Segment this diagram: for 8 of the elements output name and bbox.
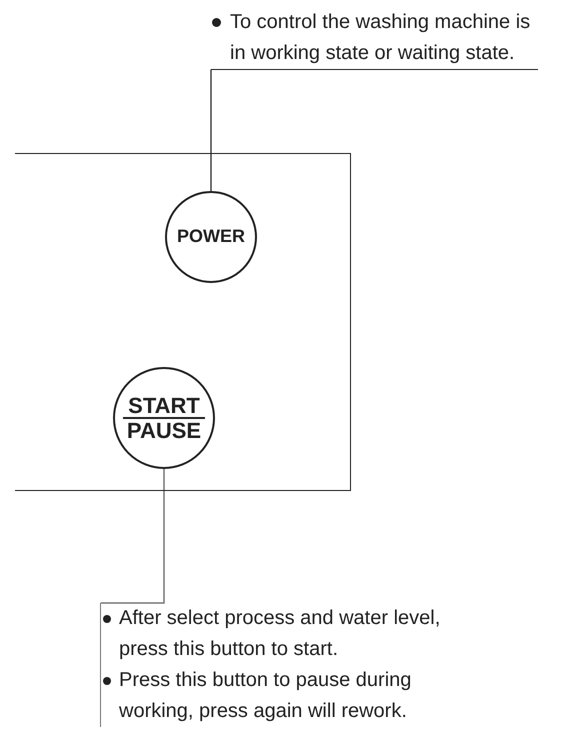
callout-text: To control the washing machine is in working state or waiting state. bbox=[230, 10, 532, 66]
callout-text: After select process and water level, press this button to start. bbox=[119, 606, 442, 662]
control-panel bbox=[15, 153, 351, 491]
leader-line bbox=[100, 469, 165, 604]
power-button: POWER bbox=[165, 190, 257, 282]
callout-text: Press this button to pause during working, press again will rework. bbox=[119, 668, 412, 724]
leader-line bbox=[210, 70, 212, 191]
start-pause-button: START PAUSE bbox=[113, 366, 215, 468]
